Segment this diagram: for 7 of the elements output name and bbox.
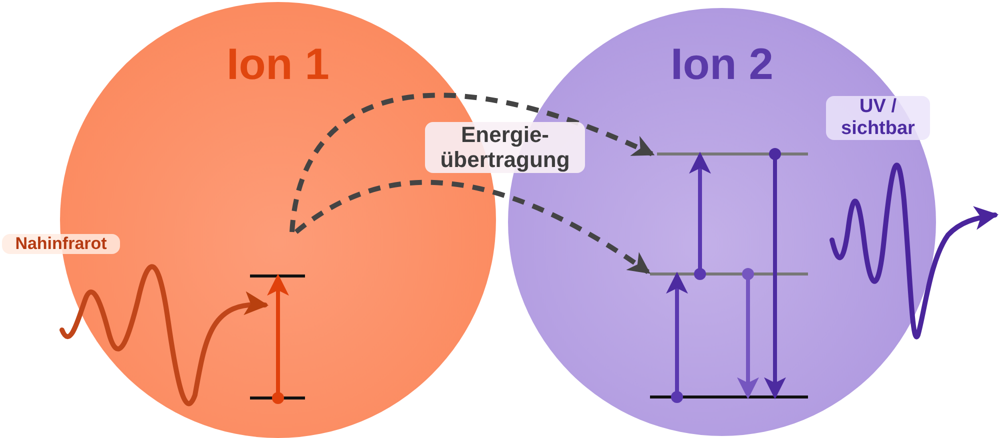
ion-title: Ion 1: [226, 40, 330, 90]
dashed-arrow: [294, 180, 650, 274]
radiation-label: Nahinfrarot: [2, 234, 120, 254]
radiation-label: UV / sichtbar: [826, 96, 930, 140]
dashed-arrow: [290, 93, 655, 232]
process-label: Energie- übertragung: [425, 122, 585, 173]
ion-title: Ion 2: [670, 40, 774, 90]
